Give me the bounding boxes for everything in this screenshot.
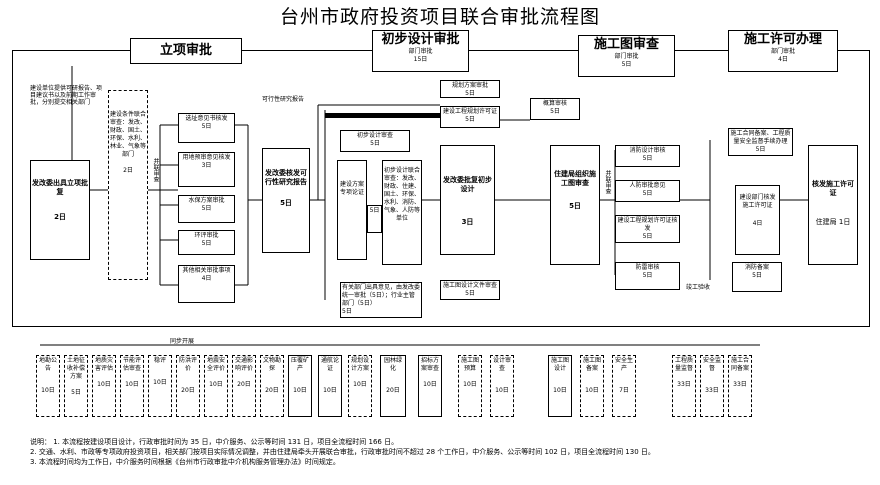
mid-label: 可行性研究报告 [262, 96, 305, 103]
joint-review-box: 建设条件联合审查：发改、财政、国土、环保、水利、林业、气象等部门 2日 [108, 90, 148, 280]
permit-main-box: 核发施工许可证住建局 1日 [808, 145, 858, 265]
note-1: 说明： 1. 本流程按建设项目设计，行政审批时间为 35 日，中介服务、公示等时… [30, 438, 399, 446]
fsr-box: 发改委核发可行性研究报告 5日 [262, 148, 310, 253]
page-title: 台州市政府投资项目联合审批流程图 [279, 6, 600, 28]
completion-label: 竣工验收 [686, 284, 711, 291]
ndrc-approval-box: 发改委出具立项批复 2日 [30, 160, 90, 260]
note-2: 2. 交通、水利、市政等专项政府投资项目，相关部门按项目实际情况调整，并由住建局… [30, 448, 655, 456]
parallel-label-1: 并联审查 [152, 158, 159, 182]
phase-header-approval: 立项审批 [130, 38, 242, 64]
sync-label: 同步开展 [170, 338, 195, 345]
prelim-left-box: 建设方案专项论证 [337, 160, 367, 260]
phase-header-prelim: 初步设计审批 部门审批 15日 [372, 30, 469, 72]
prelim-left-days: 5日 [367, 205, 382, 233]
prelim-list-box: 初步设计联合审查：发改、财政、住建、国土、环保、水利、消防、气象、人防等单位 [382, 160, 422, 265]
prelim-bottom-box: 有关部门出具意见，由发改委统一审批（5日）；行业主管部门（5日）5日 [340, 282, 422, 318]
phase-header-permit: 施工许可办理 部门审批 4日 [728, 30, 838, 72]
note-3: 3. 本流程时间均为工作日，中介服务时间根据《台州市行政审批中介机构服务管理办法… [30, 458, 340, 466]
thick-bar [325, 113, 500, 118]
parallel-label-2: 并联审查 [604, 170, 611, 194]
phase-header-drawing: 施工图审查 部门审批 5日 [578, 35, 675, 77]
notes: 说明： 1. 本流程按建设项目设计，行政审批时间为 35 日，中介服务、公示等时… [30, 437, 870, 467]
left-note: 建设单位提供可研报告、项目建议书以及前期工作审批，分别提交相关部门 [30, 85, 103, 106]
